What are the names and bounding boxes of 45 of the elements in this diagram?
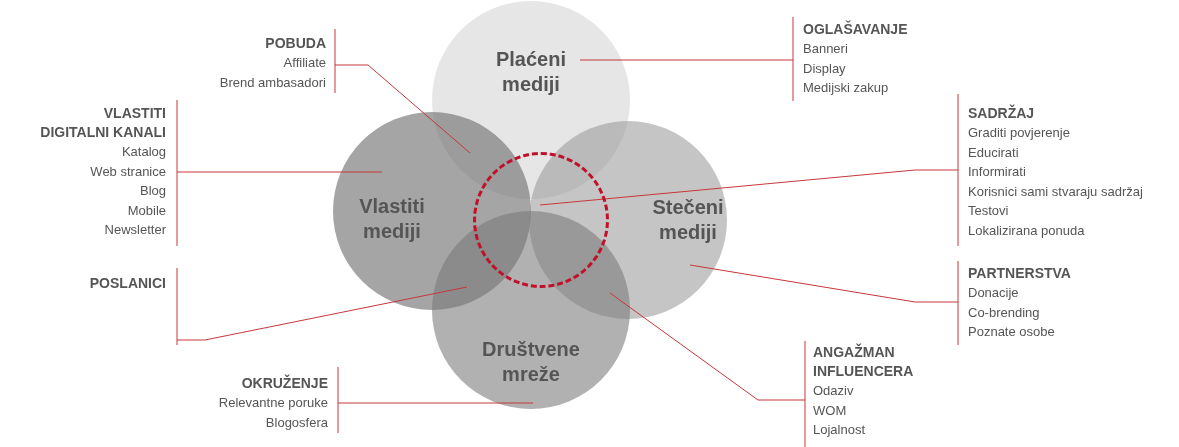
callout-item: Odaziv xyxy=(813,382,855,400)
callout-heading: POSLANICI xyxy=(88,274,166,293)
callout-item: Informirati xyxy=(968,163,1027,181)
callout-item: Graditi povjerenje xyxy=(968,124,1071,142)
callout-item: Newsletter xyxy=(103,221,166,239)
callout-item: Blogosfera xyxy=(264,413,328,432)
callout-item: WOM xyxy=(813,401,848,420)
callout-item: Banneri xyxy=(803,40,849,58)
callout-heading: ANGAŽMAN INFLUENCERA xyxy=(813,343,915,381)
leader-line xyxy=(337,366,534,434)
callout-item: Affiliate xyxy=(282,54,326,72)
leader-line xyxy=(689,260,959,346)
leader-line xyxy=(176,267,468,346)
callout-item: Web stranice xyxy=(89,162,166,181)
callout-heading: VLASTITI DIGITALNI KANALI xyxy=(39,104,166,142)
callout-item: Relevantne poruke xyxy=(217,394,328,412)
callout-item: Lojalnost xyxy=(813,421,867,439)
callout-item: Brend ambasadori xyxy=(218,73,326,92)
callout-item: Lokalizirana ponuda xyxy=(968,221,1086,240)
callout-item: Testovi xyxy=(968,202,1010,220)
callout-item: Co-brending xyxy=(968,303,1041,322)
leader-line xyxy=(334,28,471,154)
circle-label: Stečeni mediji xyxy=(651,195,725,245)
dashed-circle xyxy=(473,152,609,288)
circle-label: Vlastiti mediji xyxy=(358,194,426,244)
callout-heading: OGLAŠAVANJE xyxy=(803,20,909,39)
leader-line xyxy=(539,93,959,247)
callout-item: Medijski zakup xyxy=(803,79,890,97)
leader-line xyxy=(609,292,806,447)
callout-heading: SADRŽAJ xyxy=(968,104,1036,123)
callout-item: Display xyxy=(803,59,847,78)
circle-label: Društvene mreže xyxy=(481,337,581,387)
leader-line xyxy=(176,99,383,247)
callout-heading: PARTNERSTVA xyxy=(968,264,1072,283)
leader-line xyxy=(579,16,794,102)
callout-item: Katalog xyxy=(120,143,166,161)
callout-heading: OKRUŽENJE xyxy=(240,374,328,393)
callout-item: Mobile xyxy=(126,201,166,220)
callout-item: Poznate osobe xyxy=(968,323,1056,341)
callout-heading: POBUDA xyxy=(264,34,326,53)
circle-label: Plaćeni mediji xyxy=(494,47,567,97)
callout-item: Educirati xyxy=(968,143,1020,162)
callout-item: Donacije xyxy=(968,284,1020,302)
callout-item: Korisnici sami stvaraju sadržaj xyxy=(968,182,1144,201)
callout-item: Blog xyxy=(138,182,166,200)
